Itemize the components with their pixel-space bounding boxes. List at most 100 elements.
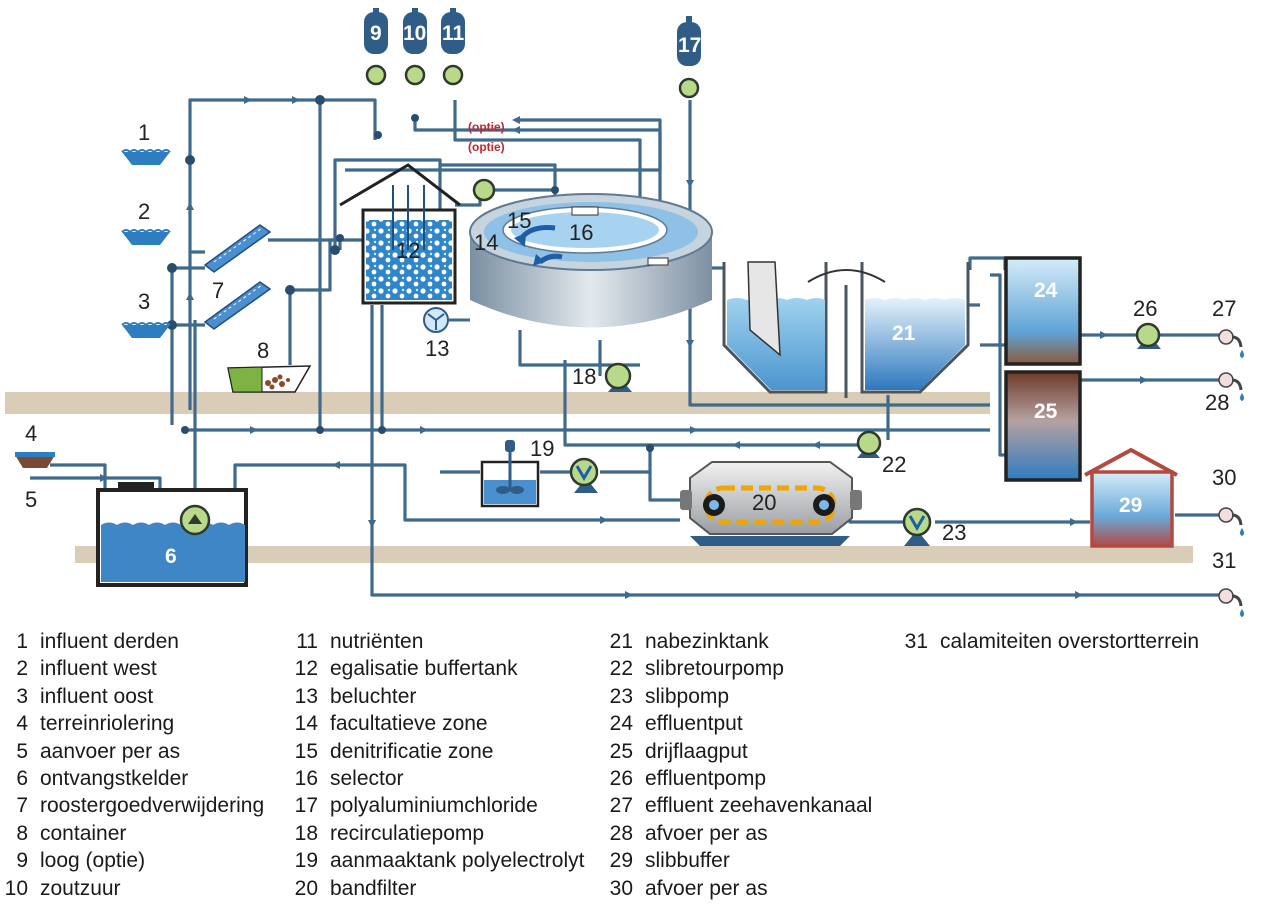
marker-23: 23 [942, 520, 966, 545]
dosing-bottle-pac [677, 16, 701, 99]
marker-21: 21 [892, 322, 916, 345]
receiving-cellar [96, 482, 248, 587]
legend-num: 7 [16, 794, 28, 818]
aerator [423, 307, 470, 333]
legend-num: 14 [294, 712, 318, 736]
marker-14: 14 [474, 230, 498, 255]
dosing-bottle-nutrienten [441, 8, 465, 86]
legend-num: 13 [294, 684, 318, 708]
marker-5: 5 [25, 487, 37, 512]
legend-item: 6 ontvangstkelder [0, 765, 264, 792]
outlet-tap-28 [1218, 372, 1244, 401]
pipe-junctions [167, 95, 654, 452]
legend-num: 11 [296, 630, 318, 653]
scum-pit [1004, 370, 1082, 482]
legend-item: 1 influent derden [0, 628, 264, 655]
legend-num: 20 [294, 876, 318, 900]
marker-28: 28 [1205, 390, 1229, 415]
legend-num: 16 [294, 766, 318, 790]
legend-label: recirculatiepomp [330, 821, 485, 845]
marker-22: 22 [882, 452, 906, 477]
pipe-network [30, 98, 1220, 597]
band-filter [680, 461, 862, 546]
legend-label: effluentput [645, 712, 743, 736]
legend-item: 18 recirculatiepomp [290, 820, 584, 847]
legend-num: 9 [16, 849, 28, 873]
option-tag-lower: (optie) [468, 140, 505, 154]
legend-num: 3 [16, 684, 28, 708]
legend-item: 4 terreinriolering [0, 710, 264, 737]
marker-6: 6 [165, 545, 177, 568]
legend-label: selector [330, 766, 404, 790]
legend-label: afvoer per as [645, 821, 768, 845]
legend-num: 4 [16, 712, 28, 736]
legend-num: 10 [4, 876, 28, 900]
legend-num: 27 [609, 794, 633, 818]
screen-upper [203, 224, 272, 273]
marker-1: 1 [138, 120, 150, 145]
legend-label: slibpomp [645, 684, 730, 708]
marker-20: 20 [752, 490, 776, 515]
pump-polyelectrolyte [569, 457, 599, 493]
legend-num: 18 [294, 821, 318, 845]
legend-num: 12 [294, 657, 318, 681]
legend-label: influent derden [40, 630, 179, 653]
marker-31: 31 [1212, 548, 1236, 573]
ground-band-lower [75, 546, 1193, 563]
pump-return-sludge [856, 430, 882, 458]
legend-num: 1 [16, 630, 28, 653]
marker-27: 27 [1212, 296, 1236, 321]
legend-num: 24 [609, 712, 633, 736]
legend-num: 2 [16, 657, 28, 681]
number-markers: 1 2 3 4 5 6 7 8 9 10 11 12 13 14 15 16 1… [25, 22, 1236, 573]
legend-num: 6 [16, 766, 28, 790]
legend-num: 30 [609, 876, 633, 900]
marker-9: 9 [370, 22, 382, 45]
legend-num: 19 [294, 849, 318, 873]
pump-sludge [902, 507, 932, 546]
legend-label: denitrificatie zone [330, 739, 494, 763]
process-flow-diagram: (optie) (optie) 1 2 3 4 5 6 7 8 9 10 11 … [5, 8, 1244, 617]
legend-label: calamiteiten overstortterrein [940, 630, 1200, 653]
marker-29: 29 [1119, 494, 1142, 517]
outlet-tap-30 [1218, 507, 1244, 536]
outlet-tap-27 [1218, 329, 1244, 358]
legend-num: 5 [16, 739, 28, 763]
marker-26: 26 [1133, 296, 1157, 321]
legend-item: 24 effluentput [605, 710, 872, 737]
marker-13: 13 [425, 336, 449, 361]
legend-label: terreinriolering [40, 712, 175, 736]
marker-17: 17 [678, 34, 701, 57]
polyelectrolyte-tank [480, 440, 540, 508]
inflow-basin-3 [121, 322, 171, 338]
legend-label: container [40, 821, 127, 845]
legend-label: ontvangstkelder [40, 766, 189, 790]
legend-label: drijflaagput [645, 739, 748, 763]
legend-num: 26 [609, 766, 633, 790]
container [227, 365, 312, 393]
legend-item: 16 selector [290, 765, 584, 792]
legend-label: nutriënten [330, 630, 424, 653]
legend-label: slibbuffer [645, 849, 730, 873]
marker-16: 16 [569, 220, 593, 245]
legend-label: facultatieve zone [330, 712, 488, 736]
marker-10: 10 [403, 22, 426, 45]
marker-3: 3 [138, 289, 150, 314]
marker-24: 24 [1034, 279, 1058, 302]
inflow-basin-2 [121, 229, 171, 245]
pump-effluent [1135, 322, 1161, 349]
legend-num: 28 [609, 821, 633, 845]
